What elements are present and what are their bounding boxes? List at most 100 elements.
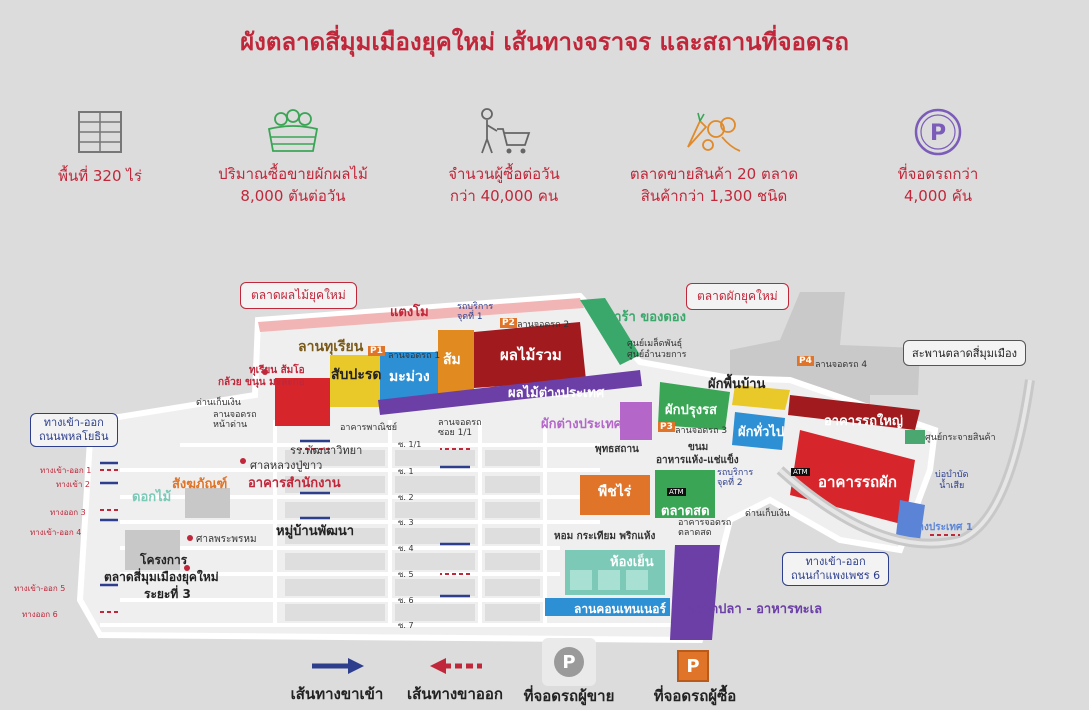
bridge-label: สะพานตลาดสี่มุมเมือง — [903, 340, 1026, 366]
stat-line1: จำนวนผู้ซื้อต่อวัน — [448, 165, 560, 183]
stat-produce: ปริมาณซื้อขายผักผลไม้ 8,000 ตันต่อวัน — [193, 105, 393, 207]
parking-lot-soi: ลานจอดรถ ซอย 1/1 — [438, 418, 482, 438]
zone-akhan-rot-phak: อาคารรถผัก — [818, 473, 897, 491]
veg-market-label: ตลาดผักยุคใหม่ — [686, 283, 789, 310]
svg-text:P: P — [930, 121, 946, 146]
gate-4: ทางเข้า-ออก 4 — [30, 528, 82, 537]
stat-line2: 8,000 ตันต่อวัน — [240, 187, 346, 205]
groceries-icon — [614, 105, 814, 159]
zone-sapparot: สับปะรด — [331, 367, 382, 383]
road-soi-4: ซ. 4 — [398, 544, 414, 553]
commerce-building: อาคารพาณิชย์ — [340, 423, 398, 433]
toll-2: ด่านเก็บเงิน — [745, 509, 790, 519]
herb-veg-zone — [658, 382, 730, 430]
general-veg-zone — [732, 412, 785, 450]
entry-kamphaeng-line1: ทางเข้า-ออก — [805, 555, 866, 568]
parking-lot-3: ลานจอดรถ 3 — [675, 426, 728, 436]
zone-taengmo: แตงโม — [390, 305, 429, 320]
orange-zone — [438, 330, 474, 394]
zone-muban: หมู่บ้านพัฒนา — [276, 524, 355, 539]
stat-line1: ปริมาณซื้อขายผักผลไม้ — [218, 165, 368, 183]
seed-center: ศูนย์เมล็ดพันธุ์ — [627, 339, 683, 349]
road-soi-3: ซ. 3 — [398, 518, 414, 527]
zone-phak-tangprathet2: ผักต่างประเทศ 2 — [541, 417, 636, 432]
durian-zone — [275, 378, 330, 426]
parking-lot-front: ลานจอดรถ หน้าด่าน — [213, 410, 257, 430]
zone-akhan-samnakngan: อาคารสำนักงาน — [248, 476, 341, 491]
stat-line2: กว่า 40,000 คน — [449, 187, 559, 205]
stat-parking: P ที่จอดรถกว่า 4,000 คัน — [838, 105, 1038, 207]
wastewater-line1: บ่อบำบัด — [935, 470, 969, 480]
parking-code-p3: P3 — [658, 422, 675, 432]
stat-buyers: จำนวนผู้ซื้อต่อวัน กว่า 40,000 คน — [404, 105, 604, 207]
container-zone — [545, 598, 670, 616]
zone-phonlamai-tangprathet: ผลไม้ต่างประเทศ — [508, 386, 605, 401]
zone-plara: ปลาร้า ของดอง — [598, 310, 686, 325]
zone-dokmai: ดอกไม้ — [132, 490, 172, 505]
fresh-parking-line2: ตลาดสด — [678, 528, 712, 538]
shuttle-1: รถบริการ จุดที่ 1 — [457, 302, 494, 322]
shrine-brahma: ศาลพระพรหม — [196, 534, 257, 545]
durian-etc-line2: กล้วย ขนุน มะละกอ — [218, 377, 305, 388]
foreign-veg1-zone — [896, 500, 925, 540]
road-soi-6: ซ. 6 — [398, 596, 414, 605]
school: รร.พัฒนาวิทยา — [290, 444, 363, 457]
gate-2: ทางเข้า 2 — [56, 480, 90, 489]
zone-durian-etc: ทุเรียน ส้มโอ กล้วย ขนุน มะละกอ — [218, 365, 305, 389]
zone-khanom: ขนม — [688, 442, 709, 453]
zone-hong-yen: ห้องเย็น — [610, 555, 654, 570]
parking-circle-icon: P — [838, 105, 1038, 159]
parking-code-p2: P2 — [500, 318, 517, 328]
shopper-cart-icon — [404, 105, 604, 159]
parking-lot-2: ลานจอดรถ 2 — [517, 320, 570, 330]
zone-phutsanam: พุทธสถาน — [595, 444, 639, 455]
seller-parking-letter: P — [554, 647, 584, 677]
stat-line2: สินค้ากว่า 1,300 ชนิด — [640, 187, 788, 205]
zone-phonlamai-ruam: ผลไม้รวม — [500, 346, 562, 364]
legend-inbound: เส้นทางขาเข้า — [290, 685, 384, 703]
foreign-veg2-zone — [620, 402, 652, 440]
parking-code-p1: P1 — [368, 346, 385, 356]
road-soi-1: ซ. 1 — [398, 467, 414, 476]
atm-2: ATM — [791, 468, 810, 476]
atm-1: ATM — [667, 488, 686, 496]
zone-phak-thuapai: ผักทั่วไป — [738, 425, 785, 440]
buyer-parking-icon: P — [677, 650, 709, 682]
project3-line2: ตลาดสี่มุมเมืองยุคใหม่ — [104, 570, 219, 584]
road-soi-5: ซ. 5 — [398, 570, 414, 579]
zone-akhan-rot-yai: อาคารรถใหญ่ — [824, 414, 903, 429]
toll-1: ด่านเก็บเงิน — [196, 398, 241, 408]
zone-sangkhaphan: สังฆภัณฑ์ — [172, 477, 228, 492]
project3-line3: ระยะที่ 3 — [144, 587, 191, 601]
shuttle-2: รถบริการ จุดที่ 2 — [717, 468, 754, 488]
entry-kamphaeng-label: ทางเข้า-ออก ถนนกำแพงเพชร 6 — [782, 552, 890, 586]
big-truck-zone — [788, 395, 920, 430]
mixed-fruit-zone — [474, 322, 586, 388]
entry-phahon-line1: ทางเข้า-ออก — [43, 416, 104, 429]
fresh-parking-line1: อาคารจอดรถ — [678, 518, 732, 528]
parking-code-p4: P4 — [797, 356, 814, 366]
parking-lot-1: ลานจอดรถ 1 — [388, 351, 441, 361]
zone-talat-pla: ตลาดปลา - อาหารทะเล — [686, 602, 823, 617]
stat-area: พื้นที่ 320 ไร่ — [0, 105, 200, 187]
field-crop-zone — [580, 475, 650, 515]
grid-area-icon — [0, 105, 200, 159]
zone-project3: โครงการ ตลาดสี่มุมเมืองยุคใหม่ ระยะที่ 3 — [104, 552, 219, 603]
zone-hom-krathiam: หอม กระเทียม พริกแห้ง — [554, 531, 656, 542]
zone-lanthurian: ลานทุเรียน — [298, 339, 364, 355]
distribution-zone — [905, 430, 925, 444]
entry-phahon-line2: ถนนพหลโยธิน — [39, 430, 109, 443]
fresh-parking: อาคารจอดรถ ตลาดสด — [678, 518, 731, 538]
entry-phahon-label: ทางเข้า-ออก ถนนพหลโยธิน — [30, 413, 118, 447]
service-center: ศูนย์อำนวยการ — [627, 350, 687, 360]
inbound-arrow-icon — [312, 658, 364, 674]
road-soi-2: ซ. 2 — [398, 493, 414, 502]
distribution-center: ศูนย์กระจายสินค้า — [925, 433, 996, 443]
durian-etc-line1: ทุเรียน ส้มโอ — [249, 365, 305, 376]
zone-akhan-haeng: อาหารแห้ง-แช่แข็ง — [656, 455, 739, 466]
zone-phak-phuenban: ผักพื้นบ้าน — [708, 377, 766, 392]
stat-line1: ตลาดขายสินค้า 20 ตลาด — [629, 165, 799, 183]
parking-lot-4: ลานจอดรถ 4 — [815, 360, 868, 370]
produce-basket-icon — [193, 105, 393, 159]
foreign-fruit-zone — [378, 370, 642, 415]
